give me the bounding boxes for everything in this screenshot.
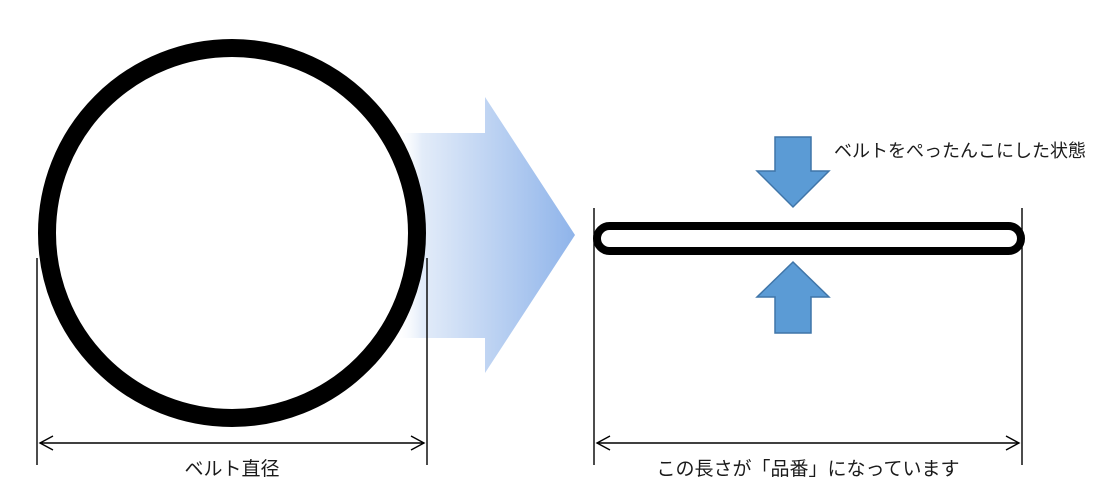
flattened-state-label: ベルトをぺったんこにした状態 [834,141,1086,162]
belt-circle [38,39,426,427]
belt-diameter-label: ベルト直径 [184,458,280,480]
up-arrow-icon [755,260,831,334]
flattened-belt [593,222,1025,255]
part-number-length-label: この長さが「品番」になっています [656,458,960,480]
length-dimension [593,208,1023,465]
down-arrow-icon [755,136,831,209]
right-arrow-icon [395,97,575,373]
diameter-dimension [36,258,428,465]
